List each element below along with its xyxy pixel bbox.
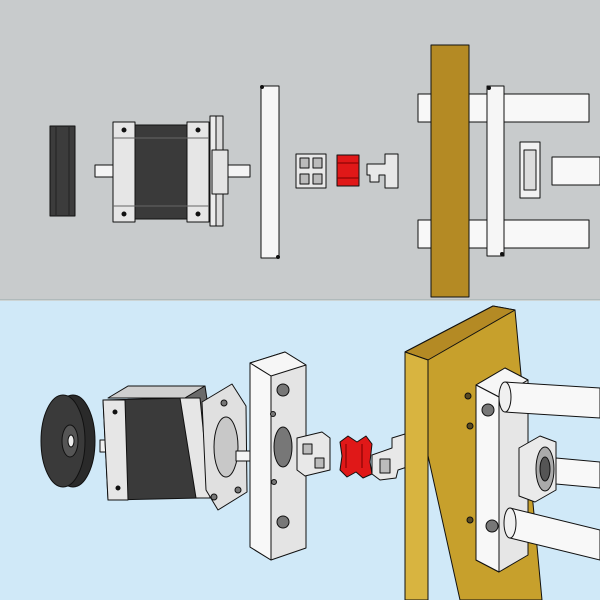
lead-screw-side (551, 156, 600, 186)
guide-rods-iso (498, 381, 600, 561)
lead-screw-iso (555, 457, 600, 489)
isometric-view-panel (0, 301, 600, 600)
mount-plate-iso (249, 351, 307, 561)
handwheel-iso (40, 394, 96, 488)
jaw-coupler-hub-screw-side (366, 153, 399, 189)
jaw-coupler-spider-side (336, 154, 360, 187)
motor-flange-plate-side (209, 115, 229, 227)
bearing-block-iso (518, 435, 557, 503)
jaw-coupler-hub-motor-side (295, 153, 327, 189)
jaw-coupler-spider-iso (339, 435, 373, 479)
side-view-panel (0, 0, 600, 300)
jaw-coupler-hub-motor-iso (296, 431, 331, 477)
bearing-block-side (519, 141, 541, 199)
stepper-motor-iso (99, 383, 248, 511)
wooden-frame-board-side (430, 44, 470, 298)
stepper-motor-side (112, 121, 210, 223)
guide-rod-block-side (486, 85, 505, 257)
handwheel-side (49, 125, 76, 217)
mount-plate-side (260, 85, 280, 259)
